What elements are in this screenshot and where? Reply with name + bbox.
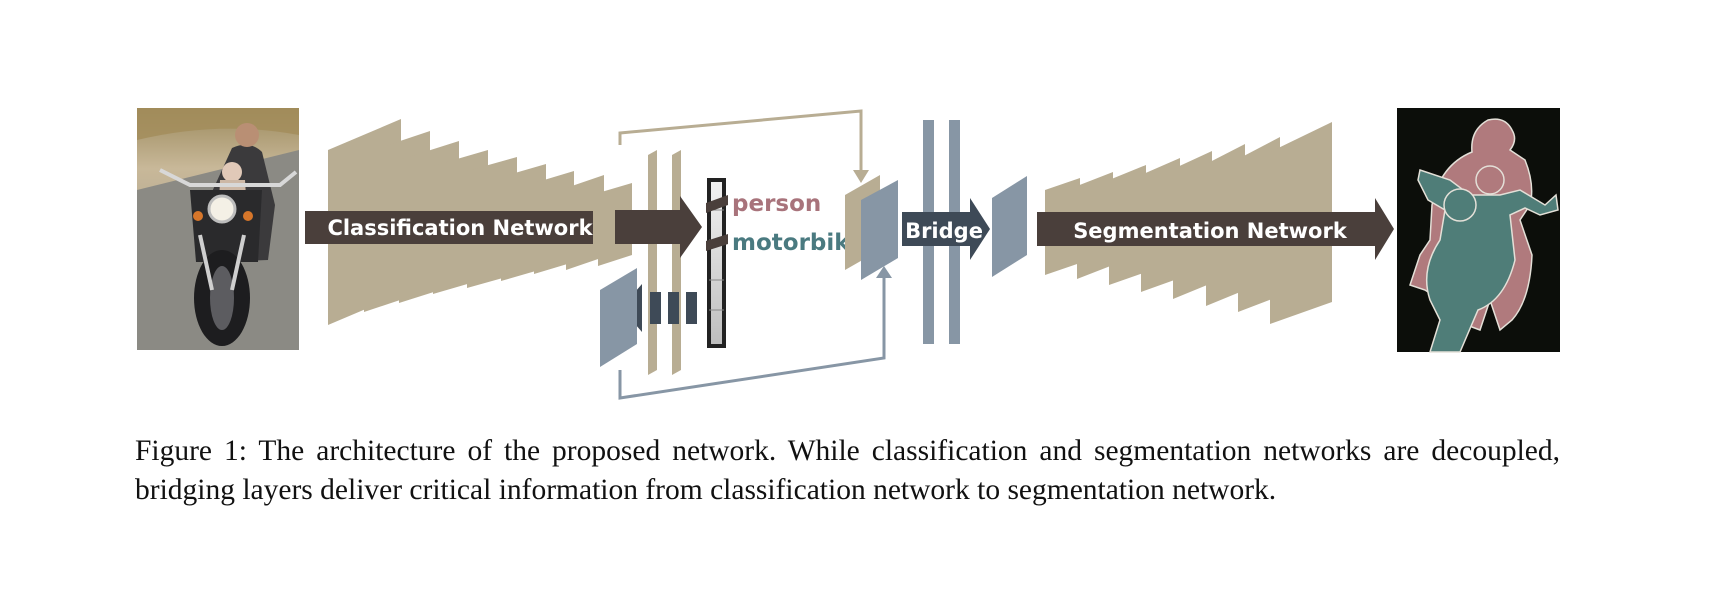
segmentation-network-label: Segmentation Network	[1073, 219, 1348, 243]
figure-caption: Figure 1: The architecture of the propos…	[135, 435, 1560, 506]
classification-network-label: Classification Network	[327, 216, 593, 240]
input-image	[137, 108, 299, 350]
fc-layer	[648, 150, 657, 375]
bridge-label: Bridge	[905, 219, 983, 243]
output-segmentation-image	[1397, 108, 1560, 353]
segmentation-arrow: Segmentation Network	[1037, 198, 1394, 260]
class-label-motorbike: motorbike	[732, 230, 865, 256]
bridge-connections	[618, 109, 892, 400]
bridge-arrow: Bridge	[902, 198, 990, 260]
fc-layer	[672, 150, 681, 375]
class-label-person: person	[732, 191, 821, 217]
forward-arrow	[615, 196, 702, 258]
bridge-input-layer	[600, 268, 637, 367]
class-score-vector	[706, 178, 728, 348]
classification-arrow: Classification Network	[305, 211, 594, 244]
